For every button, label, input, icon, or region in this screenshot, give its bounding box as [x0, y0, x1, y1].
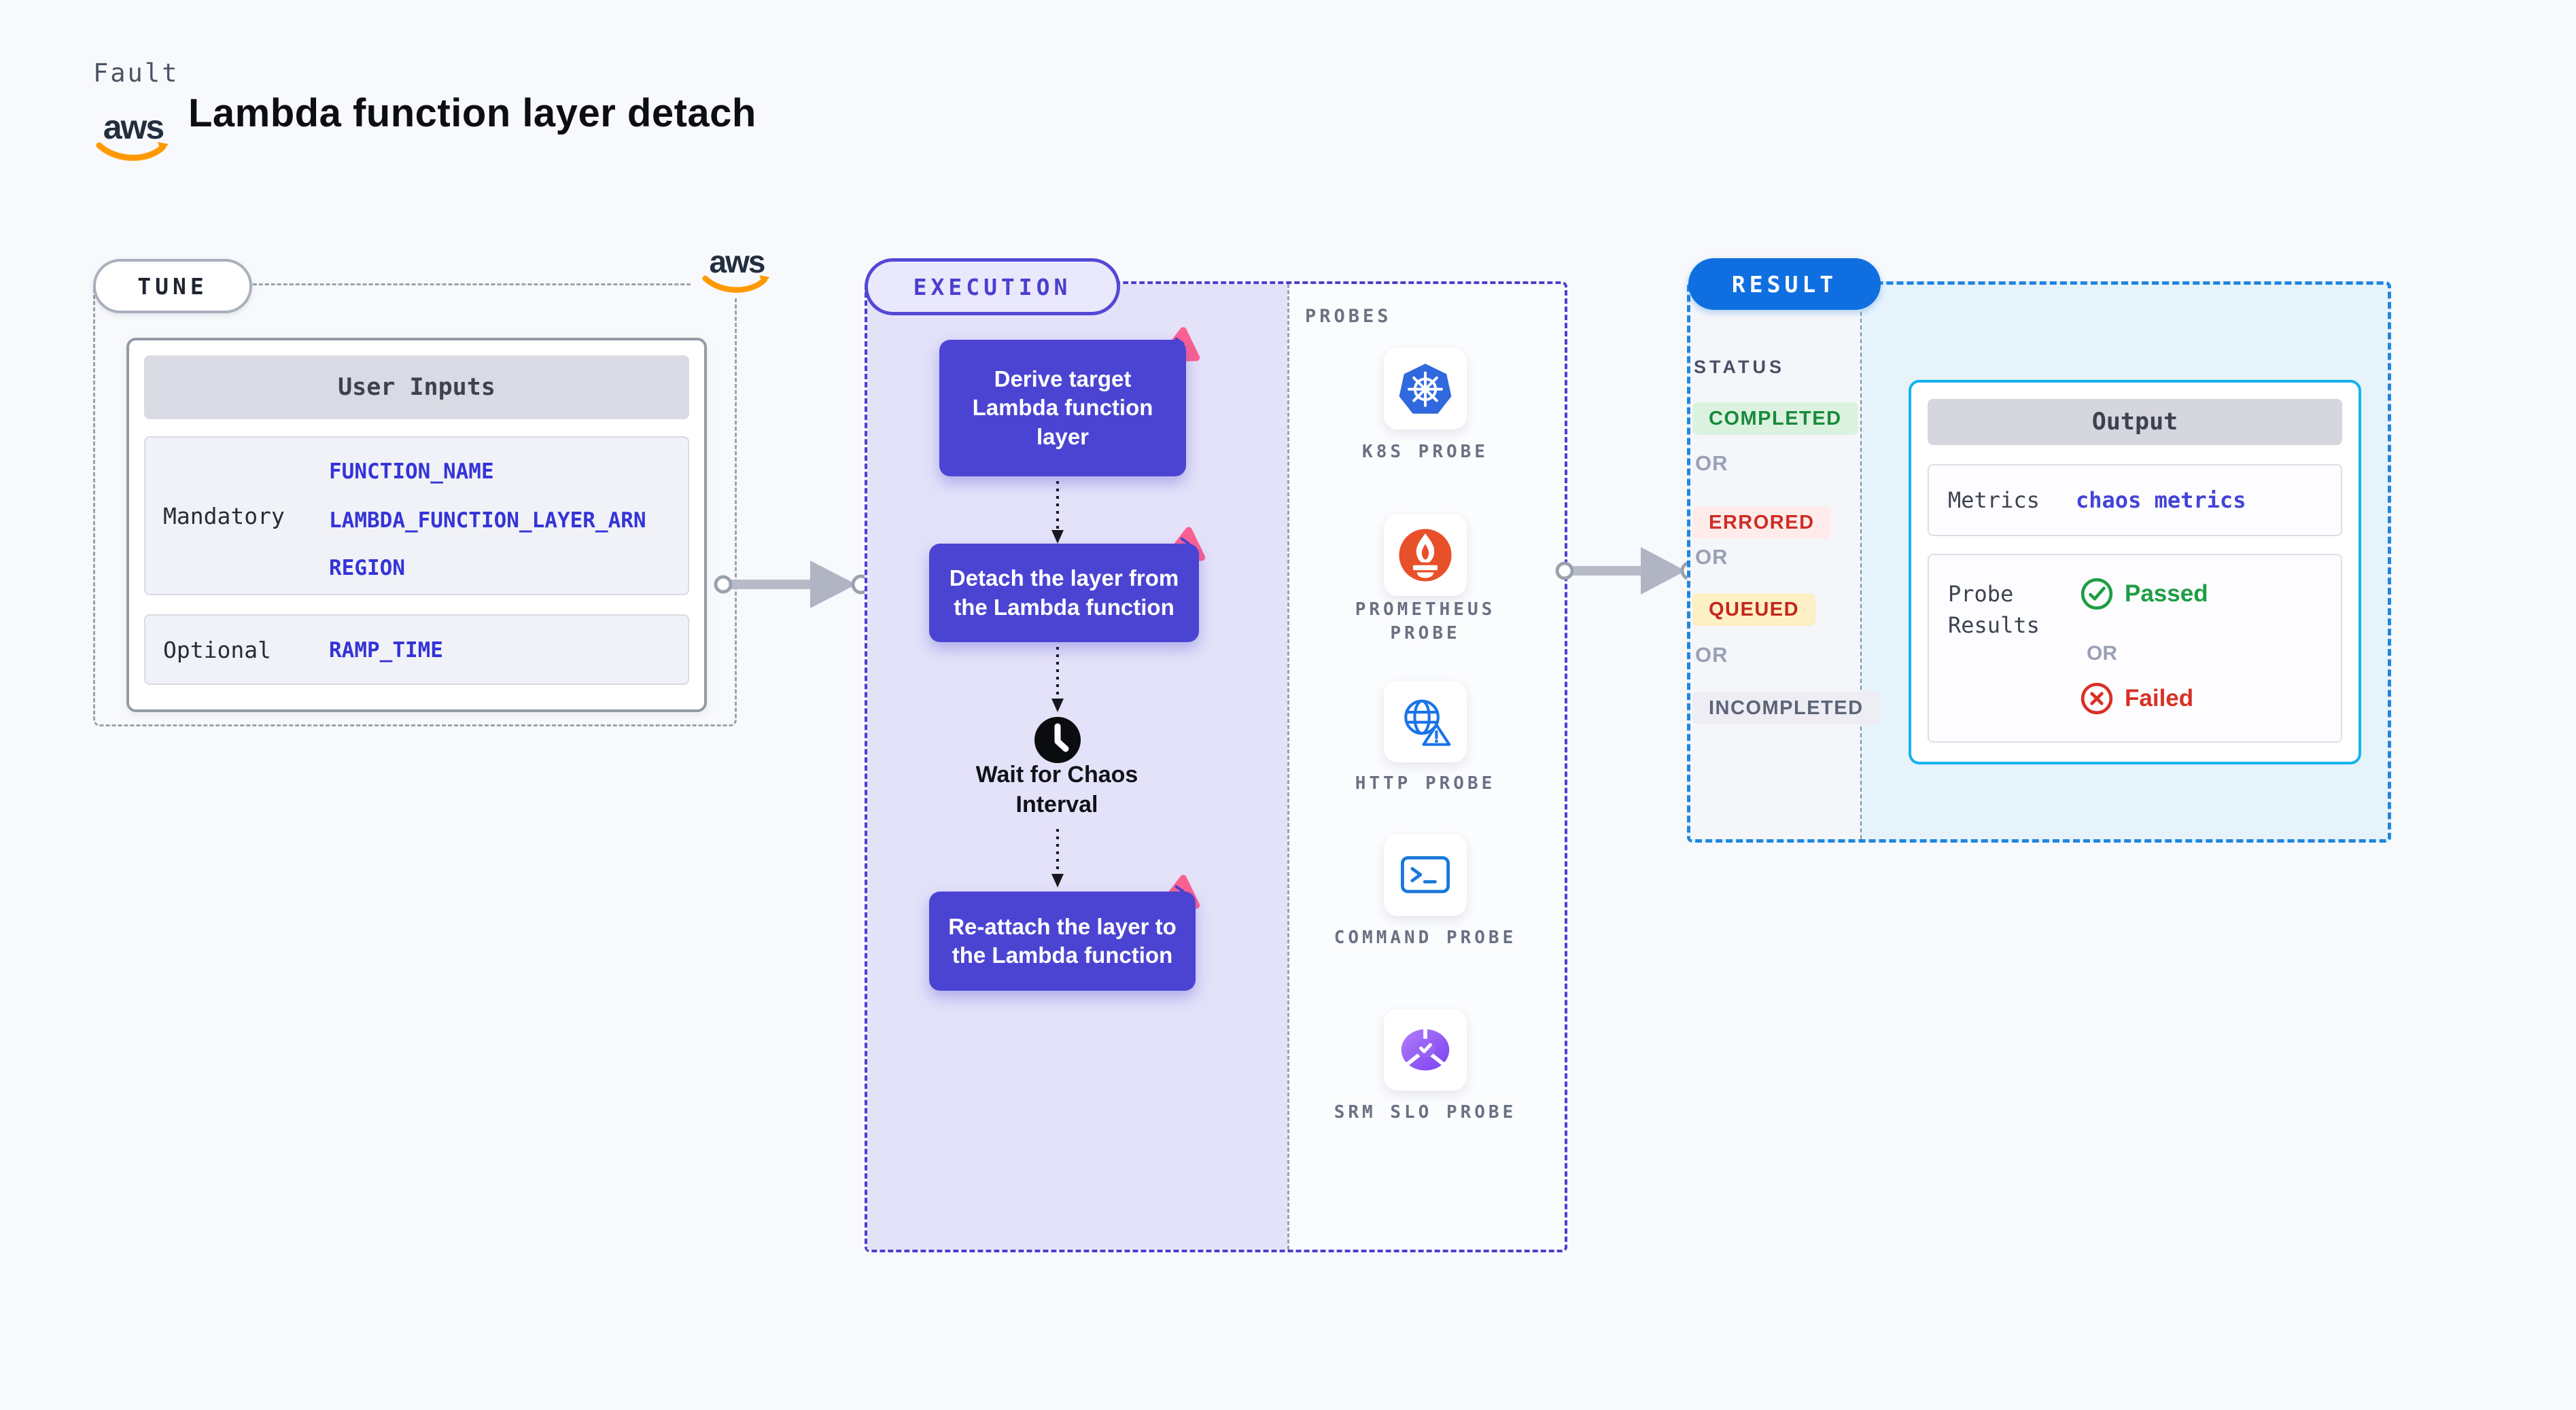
check-circle-icon [2081, 578, 2113, 610]
aws-logo-tune: aws [691, 245, 783, 298]
dotted-arrow-down [1051, 481, 1064, 544]
aws-smile-icon [702, 275, 770, 293]
prometheus-icon [1399, 529, 1452, 582]
probe-card-srm-slo [1384, 1009, 1467, 1091]
user-inputs-card: User Inputs Mandatory FUNCTION_NAME LAMB… [126, 338, 707, 712]
probe-result-failed: Failed [2080, 682, 2193, 716]
dotted-arrow-down [1051, 829, 1064, 887]
output-header: Output [1928, 399, 2342, 445]
probe-label: COMMAND PROBE [1334, 928, 1517, 948]
status-badge-queued: QUEUED [1692, 593, 1816, 626]
output-card: Output Metrics chaos metrics Probe Resul… [1909, 380, 2361, 764]
metrics-value-link: chaos metrics [2076, 487, 2246, 513]
dotted-arrow-down [1051, 647, 1064, 712]
aws-logo-text: aws [103, 108, 165, 146]
tune-section-box [93, 283, 737, 726]
or-label: OR [1695, 451, 1728, 475]
fault-kicker: Fault [93, 58, 179, 88]
or-label: OR [1695, 545, 1728, 569]
aws-logo: aws [87, 109, 179, 166]
probe-results-label: Probe Results [1948, 581, 2040, 639]
optional-row: Optional RAMP_TIME [144, 614, 689, 685]
probe-card-k8s [1384, 348, 1467, 429]
probe-card-http [1384, 681, 1467, 762]
probe-label: PROMETHEUS PROBE [1355, 599, 1496, 644]
probe-result-passed: Passed [2080, 577, 2208, 611]
status-heading: STATUS [1694, 357, 1785, 377]
optional-label: Optional [163, 636, 271, 663]
input-value: REGION [329, 556, 405, 580]
flow-arrow-execution-to-result [1555, 547, 1701, 595]
tune-pill: TUNE [93, 259, 252, 313]
status-badge-errored: ERRORED [1692, 506, 1831, 539]
aws-logo-text: aws [709, 244, 766, 279]
passed-label: Passed [2125, 580, 2208, 607]
kubernetes-icon [1399, 364, 1452, 414]
mandatory-row: Mandatory FUNCTION_NAME LAMBDA_FUNCTION_… [144, 436, 689, 595]
probes-heading: PROBES [1305, 306, 1392, 327]
srm-slo-icon [1401, 1028, 1450, 1071]
status-divider [1860, 285, 1862, 839]
clock-icon [1033, 716, 1082, 768]
x-circle-icon [2081, 682, 2113, 715]
step-detach-layer: Detach the layer from the Lambda functio… [929, 544, 1199, 642]
probe-card-prometheus [1384, 514, 1467, 596]
http-icon [1404, 699, 1451, 746]
probe-label: HTTP PROBE [1355, 773, 1496, 794]
step-wait-for-chaos-interval: Wait for Chaos Interval [975, 762, 1138, 818]
failed-label: Failed [2125, 685, 2194, 711]
or-label: OR [2087, 642, 2117, 665]
probe-label: K8S PROBE [1362, 442, 1489, 462]
result-pill: RESULT [1688, 258, 1881, 310]
execution-pill: EXECUTION [865, 258, 1120, 315]
probes-divider [1287, 284, 1289, 1250]
input-value: FUNCTION_NAME [329, 459, 494, 484]
command-icon [1401, 856, 1450, 894]
step-derive-target-layer: Derive target Lambda function layer [939, 340, 1186, 476]
input-value: LAMBDA_FUNCTION_LAYER_ARN [329, 508, 646, 533]
step-reattach-layer: Re-attach the layer to the Lambda functi… [929, 892, 1196, 991]
probe-results-row: Probe Results Passed OR Failed [1928, 554, 2342, 743]
metrics-row: Metrics chaos metrics [1928, 464, 2342, 536]
flow-arrow-tune-to-execution [714, 561, 871, 608]
or-label: OR [1695, 643, 1728, 667]
probe-label: SRM SLO PROBE [1334, 1102, 1517, 1123]
status-badge-incompleted: INCOMPLETED [1692, 692, 1880, 724]
input-value: RAMP_TIME [329, 638, 443, 663]
aws-smile-icon [96, 142, 169, 161]
status-column-background [1690, 285, 1860, 839]
probe-card-command [1384, 834, 1467, 916]
metrics-label: Metrics [1948, 487, 2040, 513]
mandatory-label: Mandatory [163, 502, 285, 529]
user-inputs-header: User Inputs [144, 355, 689, 419]
page-title: Lambda function layer detach [188, 91, 756, 135]
status-badge-completed: COMPLETED [1692, 402, 1858, 435]
